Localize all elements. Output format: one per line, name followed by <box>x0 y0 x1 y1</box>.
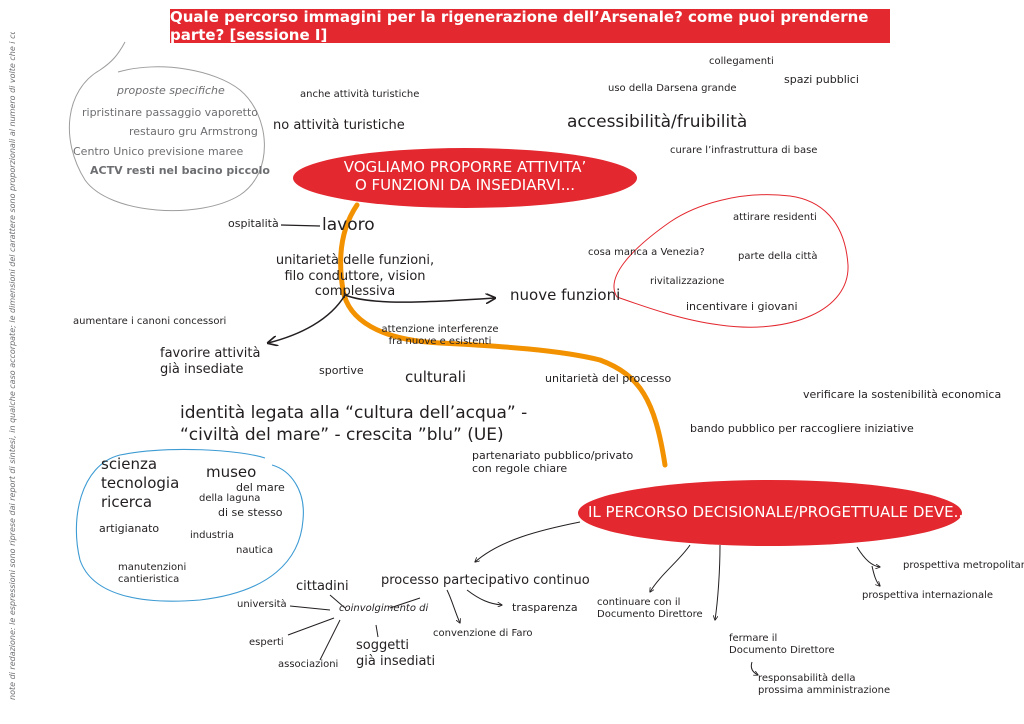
proposals-heading: proposte specifiche <box>117 84 225 97</box>
main-node-bottom: IL PERCORSO DECISIONALE/PROGETTUALE DEVE… <box>588 503 973 521</box>
label-sportive: sportive <box>319 364 364 377</box>
proposals-outline <box>68 41 265 212</box>
proposal-item: ripristinare passaggio vaporetto <box>82 106 259 119</box>
label-unitarieta-funzioni: unitarietà delle funzioni, filo condutto… <box>275 253 435 300</box>
label-manutenzioni: manutenzioni cantieristica <box>118 562 187 585</box>
arrow-internazionale <box>871 565 880 586</box>
spoke-universita <box>289 605 331 611</box>
label-della-laguna: della laguna <box>199 493 261 504</box>
label-responsabilita: responsabilità della prossima amministra… <box>758 673 891 696</box>
label-interferenze: attenzione interferenze fra nuove e esis… <box>381 324 499 347</box>
label-favorire: favorire attività già insediate <box>160 346 261 377</box>
label-no-turistiche: no attività turistiche <box>273 118 405 133</box>
page-title: Quale percorso immagini per la rigeneraz… <box>170 8 890 44</box>
arrow-processo <box>475 521 581 562</box>
label-industria: industria <box>190 530 234 541</box>
label-identita: identità legata alla “cultura dell’acqua… <box>180 403 528 446</box>
label-del-mare: del mare <box>236 481 285 494</box>
label-partenariato: partenariato pubblico/privato con regole… <box>472 449 634 476</box>
label-accessibilita: accessibilità/fruibilità <box>567 112 748 132</box>
label-coinvolgimento: coinvolgimento di <box>339 603 429 614</box>
label-internazionale: prospettiva internazionale <box>862 590 994 601</box>
label-rivitalizzazione: rivitalizzazione <box>650 276 725 287</box>
spoke-esperti <box>287 617 335 636</box>
proposal-item: Centro Unico previsione maree <box>73 145 244 158</box>
spoke-associazioni <box>319 619 341 661</box>
arrow-trasparenza <box>466 589 502 605</box>
label-ospitalita: ospitalità <box>228 217 279 230</box>
orange-flow-path <box>338 202 668 468</box>
label-metropolitana: prospettiva metropolitana <box>903 560 1024 571</box>
label-continuare: continuare con il Documento Direttore <box>597 597 703 620</box>
arrow-fermare <box>715 544 721 620</box>
new-functions-outline <box>613 194 849 328</box>
label-darsena: uso della Darsena grande <box>608 83 737 94</box>
proposal-item: restauro gru Armstrong <box>129 125 258 138</box>
label-di-se-stesso: di se stesso <box>218 506 283 519</box>
arrow-responsabilita <box>750 661 758 675</box>
label-museo: museo <box>206 463 257 481</box>
main-node-bottom-shape <box>578 480 962 546</box>
ospitalita-connector <box>280 224 321 227</box>
label-cittadini: cittadini <box>296 579 349 594</box>
main-node-top-shape <box>293 148 637 208</box>
label-trasparenza: trasparenza <box>512 601 578 614</box>
label-nautica: nautica <box>236 545 274 556</box>
label-scienza: scienza tecnologia ricerca <box>101 455 180 511</box>
arrow-nuove-funzioni <box>344 295 495 302</box>
spoke-processo <box>389 597 421 609</box>
arrow-prospettive <box>856 546 880 567</box>
label-parte-citta: parte della città <box>738 251 818 262</box>
label-associazioni: associazioni <box>278 659 339 670</box>
spoke-soggetti <box>375 624 379 638</box>
culture-outline <box>75 448 304 602</box>
label-universita: università <box>237 599 287 610</box>
label-attirare: attirare residenti <box>733 212 817 223</box>
arrow-favorire <box>268 294 346 343</box>
label-unitarieta-processo: unitarietà del processo <box>545 372 672 385</box>
label-collegamenti: collegamenti <box>709 56 774 67</box>
label-spazi-pubblici: spazi pubblici <box>784 73 859 86</box>
label-nuove-funzioni: nuove funzioni <box>510 286 621 304</box>
arrow-continuare <box>650 544 691 592</box>
label-lavoro: lavoro <box>322 215 375 235</box>
label-giovani: incentivare i giovani <box>686 300 798 313</box>
label-infrastruttura: curare l’infrastruttura di base <box>670 145 818 156</box>
label-soggetti: soggetti già insediati <box>356 638 436 669</box>
label-sostenibilita: verificare la sostenibilità economica <box>803 388 1002 401</box>
label-canoni: aumentare i canoni concessori <box>73 316 227 327</box>
arrow-faro <box>446 589 460 623</box>
editorial-note: note di redazione: le espressioni sono r… <box>8 32 17 700</box>
label-artigianato: artigianato <box>99 522 160 535</box>
proposal-item: ACTV resti nel bacino piccolo <box>90 164 270 177</box>
label-cosa-manca: cosa manca a Venezia? <box>588 247 705 258</box>
label-esperti: esperti <box>249 637 284 648</box>
label-bando: bando pubblico per raccogliere iniziativ… <box>690 422 914 435</box>
label-anche-turistiche: anche attività turistiche <box>300 89 420 100</box>
label-faro: convenzione di Faro <box>433 628 533 639</box>
label-processo: processo partecipativo continuo <box>381 573 590 588</box>
label-fermare: fermare il Documento Direttore <box>729 633 835 656</box>
spoke-cittadini <box>329 594 346 609</box>
label-culturali: culturali <box>405 368 467 386</box>
main-node-top: VOGLIAMO PROPORRE ATTIVITA’ O FUNZIONI D… <box>343 158 587 194</box>
